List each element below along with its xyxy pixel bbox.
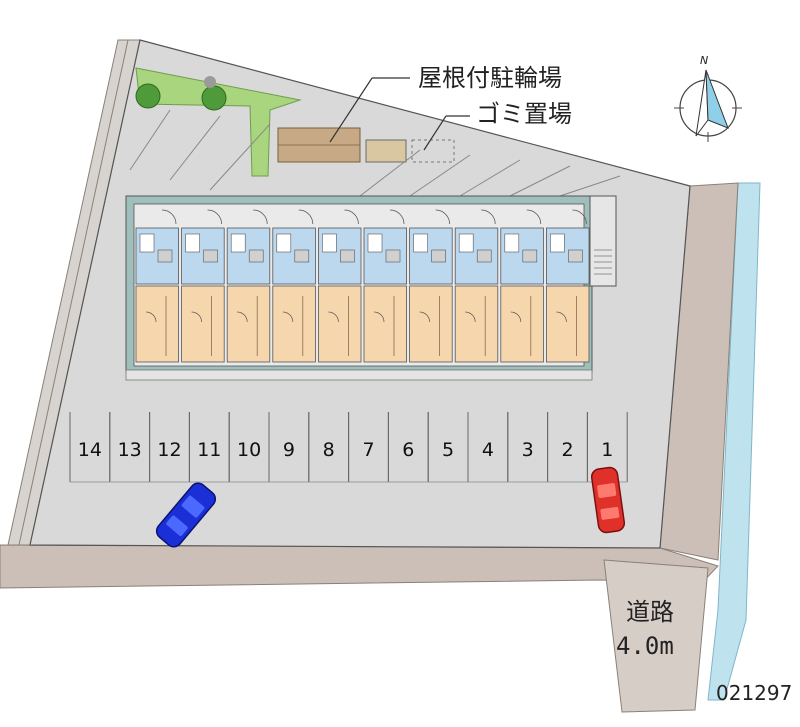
- apartment-unit: [272, 209, 316, 363]
- parking-slot-number: 11: [197, 439, 221, 461]
- apartment-unit: [135, 209, 179, 363]
- garden-area: [135, 67, 302, 177]
- parking-slot-number: 6: [402, 439, 414, 461]
- stair-steps: [594, 249, 612, 275]
- parking-slot-number: 9: [283, 439, 295, 461]
- parking-slot-number: 10: [237, 439, 261, 461]
- parking-slots: 14 13 12 11 10 9 8 7 6 5 4 3 2 1: [69, 412, 628, 483]
- covered-bike-parking-label: 屋根付駐輪場: [418, 64, 562, 92]
- apartment-unit: [363, 209, 407, 363]
- road-spur: [603, 559, 709, 713]
- left-strip-divider: [18, 39, 129, 546]
- staircase: [589, 195, 617, 287]
- property-code: 021297: [716, 681, 792, 705]
- water-channel: [707, 182, 761, 701]
- parking-slot-number: 3: [522, 439, 534, 461]
- apartment-unit: [181, 209, 225, 363]
- apartment-unit: [454, 209, 499, 363]
- parking-slot: 1: [586, 412, 628, 482]
- parking-slot-number: 2: [561, 439, 573, 461]
- tree-icon: [201, 85, 227, 111]
- parking-slot-number: 8: [323, 439, 335, 461]
- garbage-bins: [365, 139, 407, 163]
- road-name-label: 道路: [626, 598, 674, 626]
- road-width-label: 4.0m: [616, 632, 674, 660]
- parking-slot-number: 13: [118, 439, 142, 461]
- parking-slot-number: 12: [157, 439, 181, 461]
- apartment-unit: [500, 209, 544, 363]
- apartment-unit: [317, 209, 362, 363]
- compass-north-label: N: [700, 54, 708, 67]
- parking-slot-number: 7: [362, 439, 374, 461]
- garbage-leader-diag: [423, 115, 447, 151]
- tree-icon: [135, 83, 161, 109]
- top-lot-lines: [129, 109, 621, 197]
- apartment-unit: [409, 209, 453, 363]
- parking-slot-number: 14: [78, 439, 102, 461]
- red-car-icon: [590, 466, 626, 534]
- apartment-unit: [546, 209, 590, 363]
- bike-parking-leader-diag: [329, 77, 373, 143]
- apartment-unit: [226, 209, 271, 363]
- parking-slot-number: 5: [442, 439, 454, 461]
- parking-slot-number: 1: [601, 439, 613, 461]
- blue-car-icon: [155, 482, 217, 548]
- garbage-area-label: ゴミ置場: [476, 100, 572, 128]
- garbage-area-outline: [411, 139, 455, 163]
- walkway: [125, 369, 593, 381]
- apartment-units: [135, 209, 590, 363]
- parking-slot-number: 4: [482, 439, 494, 461]
- boulder-icon: [204, 76, 216, 88]
- compass-icon: [674, 69, 742, 142]
